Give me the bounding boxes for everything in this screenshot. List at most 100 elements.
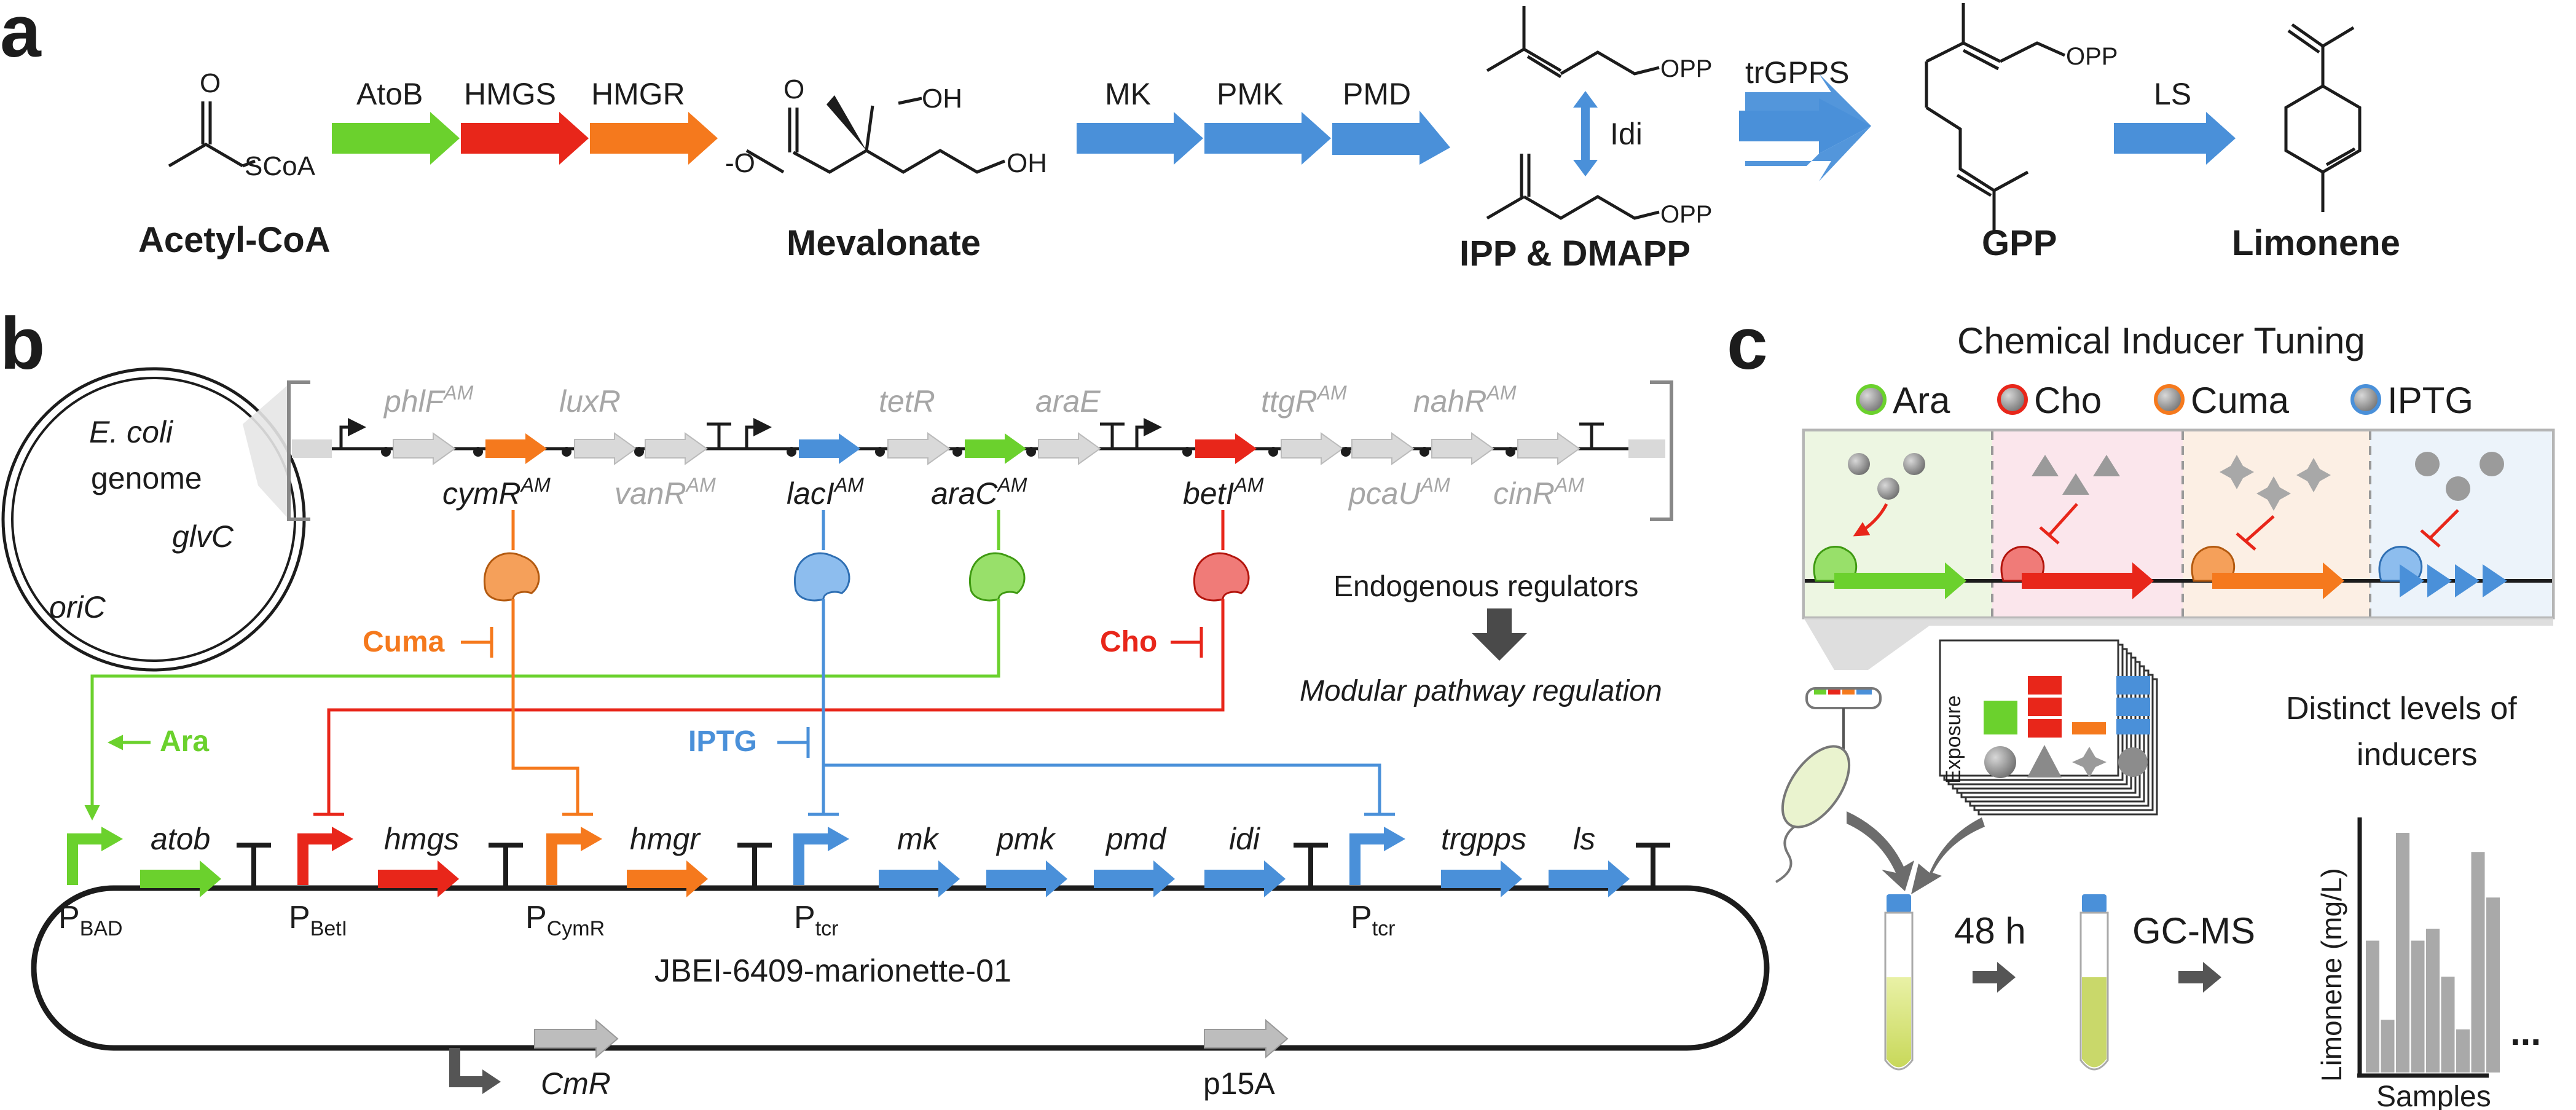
idi-arrow-bottom: [1573, 160, 1598, 176]
pmk-gene-label: pmk: [995, 822, 1056, 856]
plasmid-name: JBEI-6409-marionette-01: [654, 953, 1011, 989]
plasmid-backbone: [31, 885, 1770, 1051]
ipp-opp-label: OPP: [1660, 201, 1712, 228]
pcau-gene-arrow: [1351, 432, 1415, 465]
arac-gene-arrow: [965, 433, 1026, 464]
panel-c: c Chemical Inducer Tuning Ara Cho Cuma I…: [1727, 302, 2555, 1110]
pcymr-label: PCymR: [525, 900, 605, 940]
ara-tab-label: Ara: [1893, 380, 1950, 421]
hmgr-gene-label: hmgr: [630, 822, 701, 856]
pmd-gene-label: pmd: [1105, 822, 1167, 856]
laci-to-ptcr1-line: [808, 599, 839, 816]
plasmid-promoters: [67, 827, 1405, 885]
p15a-gene-arrow: [1204, 1018, 1289, 1059]
ara-molecules: [1848, 453, 1925, 500]
pbad-label: PBAD: [58, 900, 123, 940]
atob-enzyme-label: AtoB: [356, 77, 423, 111]
plasmid-promoter-labels: PBAD PBetI PCymR Ptcr Ptcr: [58, 900, 1395, 940]
cmr-gene-arrow: [534, 1018, 619, 1059]
beti-to-pbeti-line: [313, 599, 1225, 816]
mk-arrow: [1077, 112, 1203, 165]
arae-gene-arrow: [1038, 432, 1101, 465]
endogenous-regulators-label: Endogenous regulators: [1333, 570, 1638, 603]
cards-converge-arrow: [1911, 817, 1985, 894]
cymr-label: cymRAM: [442, 474, 551, 511]
endogenous-down-arrow: [1472, 608, 1527, 661]
distinct-levels-label: Distinct levels of: [2286, 691, 2517, 726]
mevalonate-label: Mevalonate: [787, 223, 981, 263]
mevalonate-ominus-label: -O: [725, 148, 755, 178]
hmgs-gene-label: hmgs: [384, 822, 459, 856]
plasmid-gene-labels: atob hmgs hmgr mk pmk pmd idi trgpps ls: [151, 822, 1595, 856]
backbone-end-left: [292, 439, 332, 458]
inducers-word-label: inducers: [2357, 737, 2478, 773]
pcau-label: pcaUAM: [1348, 474, 1450, 511]
tetr-gene-arrow: [887, 432, 951, 465]
gpp-label: GPP: [1982, 223, 2057, 263]
chart-ylabel: Limonene (mg/L): [2315, 868, 2347, 1082]
bracket-right: [1650, 380, 1673, 521]
cho-box-gene-arrow: [2022, 562, 2154, 599]
terminator-plasmid-2: [489, 843, 523, 888]
chart-bar: [2411, 940, 2425, 1073]
mk-enzyme-label: MK: [1105, 77, 1151, 111]
arac-to-pbad-line: [84, 599, 1000, 821]
genome-oric: oriC: [49, 590, 106, 624]
p15a-label: p15A: [1203, 1066, 1275, 1101]
regulation-lines: [84, 599, 1395, 821]
cho-header-icon: [1997, 384, 2028, 415]
pbeti-label: PBetI: [289, 900, 347, 940]
iptg-molecules: [2415, 452, 2504, 501]
luxr-label: luxR: [559, 384, 621, 419]
plasmid-terminators: [237, 843, 1670, 888]
plasmid-gene-arrows: [140, 860, 1630, 897]
mevalonate-o-label: O: [783, 74, 804, 104]
limonene-bar-chart: Limonene (mg/L) Samples ...: [2315, 817, 2541, 1110]
gcms-arrow: [2178, 962, 2221, 993]
ara-box-gene-arrow: [1834, 562, 1966, 599]
chart-bar: [2486, 897, 2500, 1073]
iptg-box-inhibition: [2420, 509, 2459, 548]
genome-word: genome: [91, 461, 202, 495]
trgpps-arrows: [1739, 74, 1871, 181]
terminator-plasmid-1: [237, 843, 271, 888]
cinr-gene-arrow: [1517, 432, 1581, 465]
ttgr-label: ttgRAM: [1261, 382, 1347, 419]
bracket-left: [287, 380, 310, 521]
pmk-enzyme-label: PMK: [1217, 77, 1283, 111]
panel-label-c: c: [1727, 302, 1768, 385]
trgpps-arrow-main: [1739, 98, 1871, 154]
box-proteins: [1813, 545, 2423, 582]
test-tube-2: [2079, 894, 2109, 1071]
iptg-inducer-label: IPTG: [688, 725, 757, 758]
chart-bar: [2471, 852, 2485, 1073]
chart-ellipsis: ...: [2510, 1012, 2541, 1053]
ara-box-activation: [1853, 503, 1888, 537]
ptcr1-label: Ptcr: [794, 900, 838, 940]
ls-gene-arrow: [1549, 860, 1630, 897]
arac-label: araCAM: [931, 474, 1027, 511]
mk-gene-label: mk: [897, 822, 940, 856]
arac-protein-icon: [969, 552, 1026, 602]
atob-arrow: [332, 112, 460, 165]
cinr-label: cinRAM: [1493, 474, 1584, 511]
iptg-box-gene-arrows: [2400, 564, 2507, 597]
iptg-header-icon: [2350, 384, 2381, 415]
pcymr-promoter-icon: [546, 833, 584, 885]
scoa-label: SCoA: [245, 151, 316, 181]
cell-converge-arrow: [1847, 811, 1914, 891]
mk-gene-arrow: [879, 860, 960, 897]
regulator-promoters: [339, 418, 1604, 449]
ptcr1-promoter-icon: [793, 833, 831, 885]
hmgs-arrow: [461, 112, 589, 165]
pmk-gene-arrow: [986, 860, 1067, 897]
dmapp-structure: [1486, 6, 1660, 79]
hmgr-arrow: [590, 112, 718, 165]
exposure-levels: [1984, 676, 2150, 778]
rbs-dots: [381, 447, 1515, 457]
acetyl-coa-label: Acetyl-CoA: [138, 220, 331, 260]
mevalonate-oh2-label: OH: [1007, 148, 1047, 178]
limonene-label: Limonene: [2232, 223, 2400, 263]
ecoli-cell-icon: [1781, 745, 1851, 829]
